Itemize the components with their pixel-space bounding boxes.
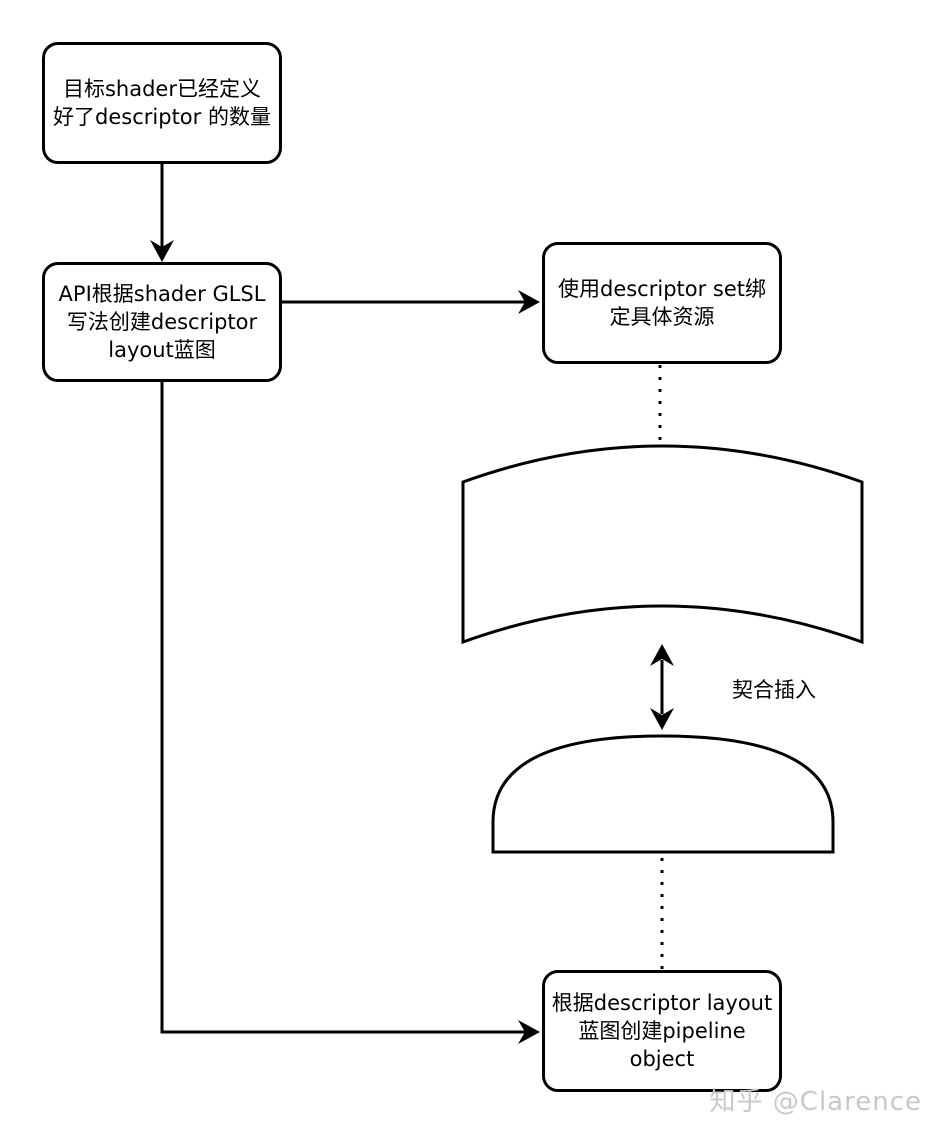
label-fit-insert: 契合插入	[732, 678, 816, 702]
arrowhead-api-to-pipeline	[518, 1020, 540, 1044]
double-arrow-head-down	[650, 708, 674, 730]
node-pipeline: 根据descriptor layout 蓝图创建pipeline object	[542, 970, 782, 1092]
double-arrow-head-up	[650, 644, 674, 666]
node-descriptor-set: 使用descriptor set绑 定具体资源	[542, 242, 782, 364]
arrowhead-api-to-descriptor-set	[518, 290, 540, 314]
node-target-shader-text: 目标shader已经定义 好了descriptor 的数量	[53, 77, 271, 129]
node-api-layout-text: API根据shader GLSL 写法创建descriptor layout蓝图	[58, 282, 266, 362]
node-pipeline-text: 根据descriptor layout 蓝图创建pipeline object	[551, 991, 773, 1071]
arrow-api-to-pipeline	[160, 382, 530, 1034]
arrowhead-shader-to-api	[150, 240, 174, 262]
curved-slot-shape	[461, 444, 864, 645]
dome-shape	[491, 734, 835, 854]
node-descriptor-set-text: 使用descriptor set绑 定具体资源	[557, 277, 767, 329]
node-api-layout: API根据shader GLSL 写法创建descriptor layout蓝图	[42, 262, 282, 382]
node-target-shader: 目标shader已经定义 好了descriptor 的数量	[42, 42, 282, 164]
watermark: 知乎 @Clarence	[709, 1087, 922, 1117]
